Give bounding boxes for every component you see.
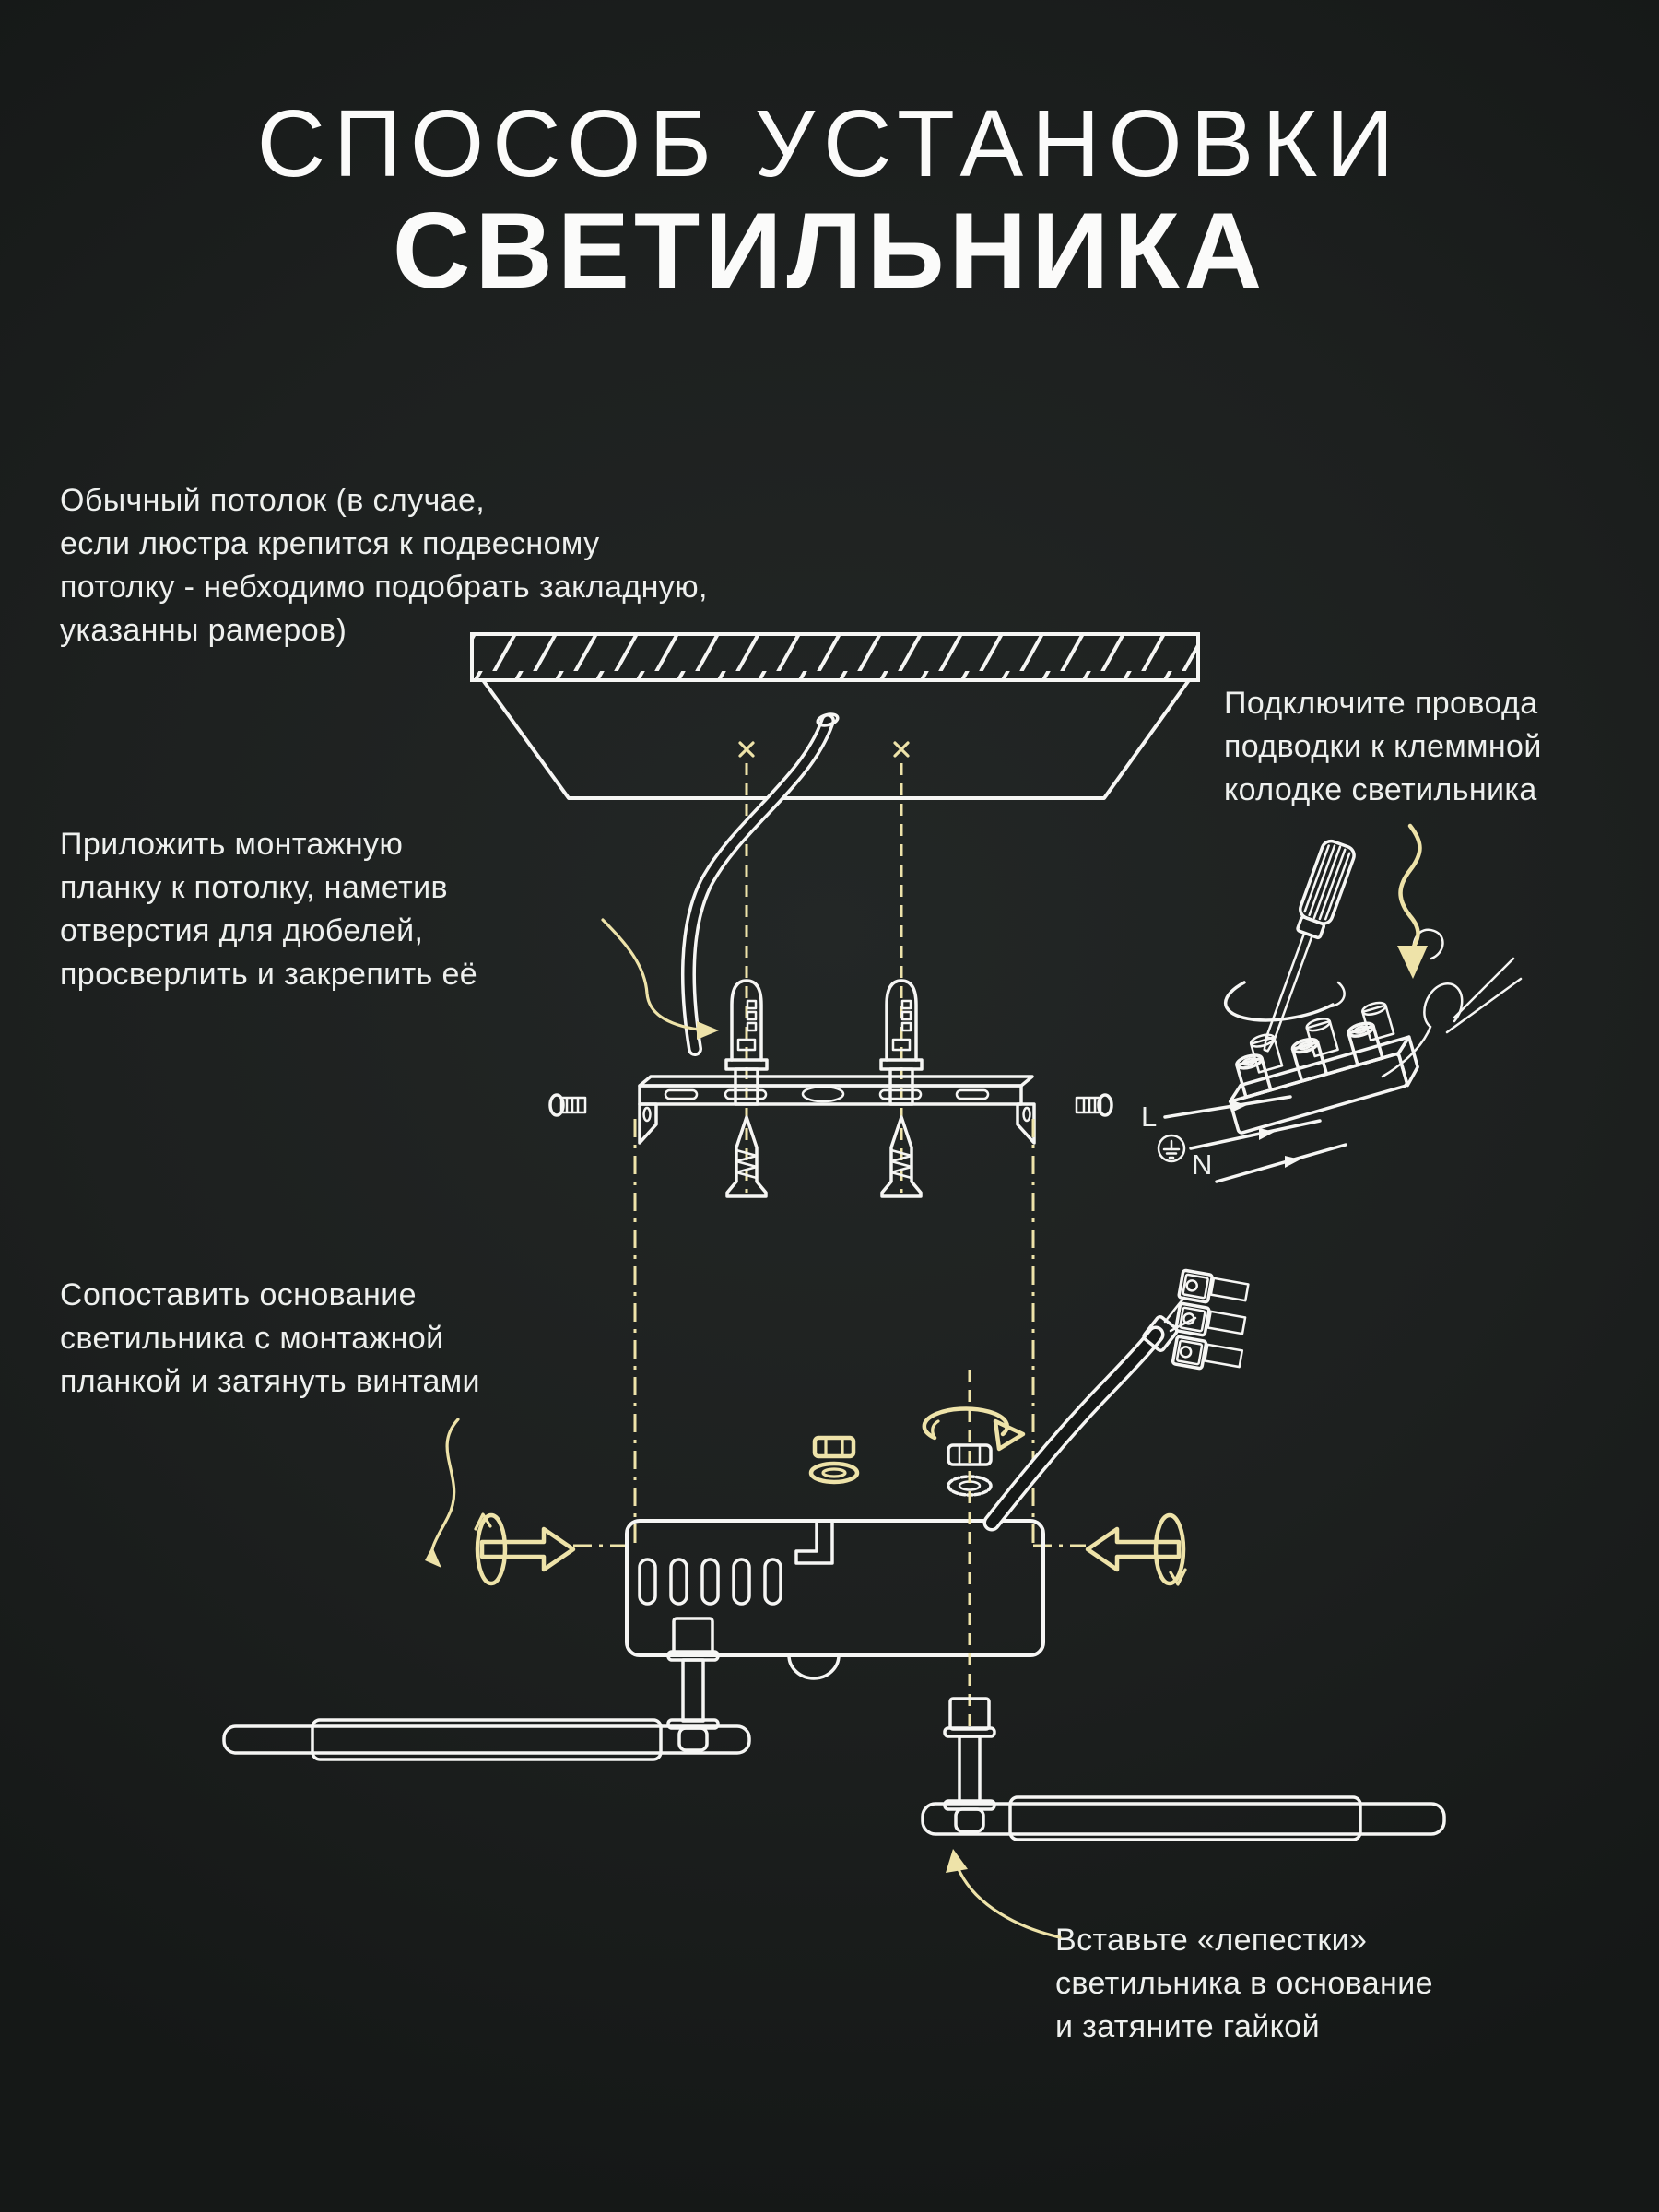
note-base: Сопоставить основание светильника с монт… <box>60 1277 480 1399</box>
ceiling-hatch <box>470 632 1200 682</box>
wire-loop <box>1381 928 1523 1078</box>
title-line-2: СВЕТИЛЬНИКА <box>392 190 1267 312</box>
bracket-arrow <box>601 918 719 1040</box>
lamp-base <box>625 1519 1045 1680</box>
note-ceiling: Обычный потолок (в случае, если люстра к… <box>60 483 708 648</box>
base-arrow <box>425 1418 460 1568</box>
canopy-plate-right <box>921 1795 1446 1841</box>
earth-icon <box>1157 1134 1186 1163</box>
title-line-1: СПОСОБ УСТАНОВКИ <box>256 90 1403 196</box>
screwdriver-icon <box>1223 839 1356 1053</box>
canopy-plate-left <box>222 1718 751 1761</box>
lamp-cable <box>982 1296 1197 1532</box>
hanging-bolt-left <box>666 1617 720 1752</box>
screw-rotate-arrow-left <box>474 1512 576 1586</box>
neutral-wire-label: N <box>1192 1148 1212 1181</box>
page-title: СПОСОБ УСТАНОВКИ СВЕТИЛЬНИКА <box>0 92 1659 304</box>
mounting-bracket <box>638 1075 1036 1145</box>
screw-rotate-arrow-right <box>1085 1512 1187 1586</box>
note-wiring: Подключите провода подводки к клеммной к… <box>1224 686 1542 807</box>
dowel-left <box>724 979 769 1106</box>
note-bracket: Приложить монтажную планку к потолку, на… <box>60 827 478 992</box>
hanging-hook <box>794 1519 834 1565</box>
petals-arrow <box>946 1849 1062 1939</box>
nut-and-washer-yellow <box>808 1435 860 1485</box>
wood-screw-left <box>725 1115 768 1198</box>
tighten-rotation-arrow <box>922 1406 1026 1452</box>
live-wire-label: L <box>1141 1100 1157 1133</box>
side-screw-left <box>548 1093 587 1117</box>
wood-screw-right <box>880 1115 923 1198</box>
terminal-block <box>1228 1001 1419 1135</box>
cable-bump <box>787 1653 841 1680</box>
supply-wires: L N <box>1141 1095 1347 1183</box>
wire-connector <box>1171 1268 1250 1371</box>
side-screw-right <box>1075 1093 1113 1117</box>
mains-wire <box>680 712 840 1056</box>
ceiling <box>470 632 1200 800</box>
wiring-arrow <box>1397 823 1428 979</box>
note-petals: Вставьте «лепестки» светильника в основа… <box>1055 1923 1433 2044</box>
ceiling-recess <box>481 678 1191 800</box>
